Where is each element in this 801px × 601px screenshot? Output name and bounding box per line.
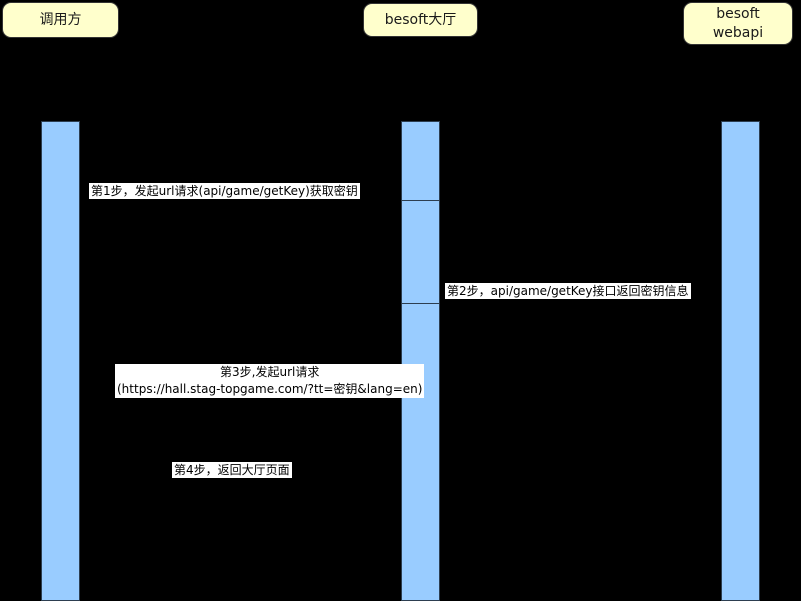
message-label-step3: 第3步,发起url请求 (https://hall.stag-topgame.c… <box>115 364 425 398</box>
activation-bar-hall-segment-3 <box>401 303 440 601</box>
actor-label-besoft-webapi: besoft webapi <box>712 6 764 41</box>
message-label-step4: 第4步，返回大厅页面 <box>172 462 292 478</box>
activation-bar-hall-segment-2 <box>401 200 440 304</box>
actor-label-caller: 调用方 <box>39 11 82 28</box>
actor-box-besoft-hall: besoft大厅 <box>363 3 478 37</box>
activation-bar-caller <box>41 121 80 601</box>
message-label-step1: 第1步，发起url请求(api/game/getKey)获取密钥 <box>89 183 360 199</box>
activation-bar-hall-segment-1 <box>401 121 440 201</box>
actor-box-besoft-webapi: besoft webapi <box>683 2 793 45</box>
actor-box-caller: 调用方 <box>2 2 119 38</box>
message-label-step2: 第2步，api/game/getKey接口返回密钥信息 <box>445 283 691 299</box>
activation-bar-webapi <box>721 121 760 601</box>
actor-label-besoft-hall: besoft大厅 <box>384 11 457 28</box>
